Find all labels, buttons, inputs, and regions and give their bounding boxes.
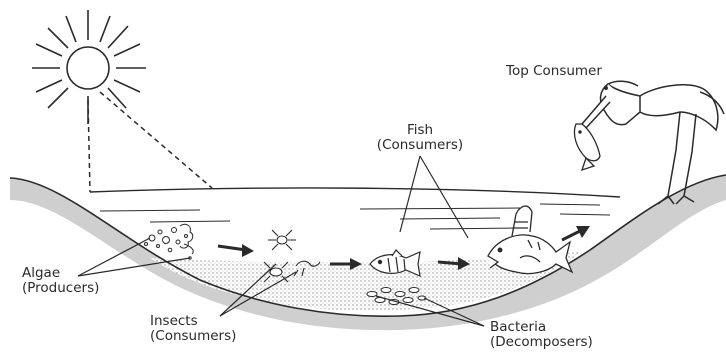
label-fish-role: (Consumers) (360, 138, 480, 153)
label-top-consumer-title: Top Consumer (506, 64, 602, 79)
label-bacteria-title: Bacteria (490, 320, 593, 335)
label-insects: Insects (Consumers) (150, 314, 236, 344)
label-insects-title: Insects (150, 314, 236, 329)
sunlight-rays (88, 92, 212, 192)
sun-icon (32, 10, 146, 124)
label-insects-role: (Consumers) (150, 329, 236, 344)
label-fish: Fish (Consumers) (360, 123, 480, 153)
label-algae-role: (Producers) (22, 281, 99, 296)
label-algae-title: Algae (22, 266, 99, 281)
label-bacteria: Bacteria (Decomposers) (490, 320, 593, 350)
label-fish-title: Fish (360, 123, 480, 138)
label-algae: Algae (Producers) (22, 266, 99, 296)
label-bacteria-role: (Decomposers) (490, 335, 593, 350)
label-top-consumer: Top Consumer (506, 64, 602, 79)
caught-fish-icon (574, 124, 600, 170)
